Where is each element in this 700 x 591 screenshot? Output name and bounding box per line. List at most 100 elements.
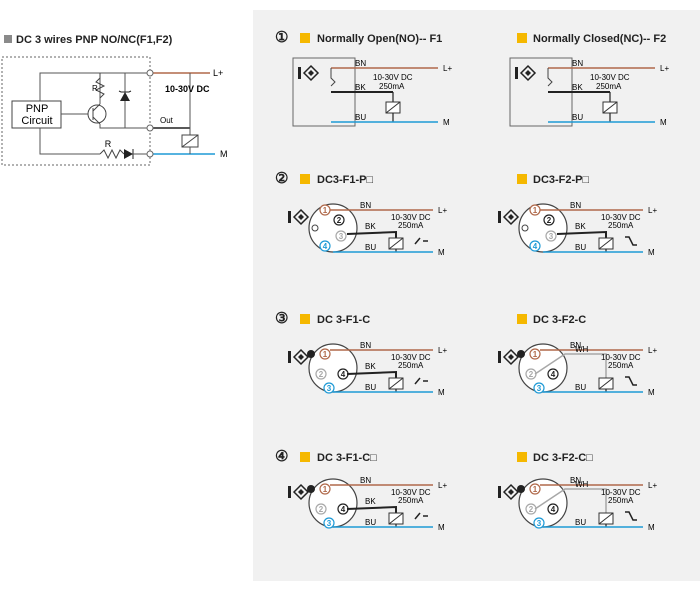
section-4-left-title: DC 3-F1-C□ [317, 452, 377, 464]
pin-2-label: 2 [319, 505, 324, 514]
lplus-label: L+ [438, 346, 447, 355]
m-label: M [660, 118, 667, 127]
left-lplus-label: L+ [213, 68, 223, 78]
nc-contact-icon [625, 511, 637, 521]
pin-4-label: 4 [533, 242, 538, 251]
lplus-label: L+ [438, 206, 447, 215]
relay-diagonal [388, 237, 404, 250]
pnp-label: PNP [26, 103, 49, 115]
key-icon [517, 485, 525, 493]
pin-4-icon [319, 240, 331, 252]
bk-label: BK [572, 83, 583, 92]
current-label: 250mA [608, 361, 634, 370]
pin-2-icon [543, 214, 555, 226]
relay-diagonal [598, 377, 614, 390]
bu-label: BU [575, 518, 586, 527]
sensor-icon [292, 208, 310, 226]
key-icon [517, 350, 525, 358]
transistor-icon [87, 104, 107, 124]
pin-3-label: 3 [327, 519, 332, 528]
bn-label: BN [360, 476, 371, 485]
bn-label: BN [355, 59, 366, 68]
sensor-core-icon [508, 214, 514, 220]
sensor-icon [519, 64, 537, 82]
pin-3-icon [533, 382, 545, 394]
bk-label: BK [575, 222, 586, 231]
pin-3-icon [545, 230, 557, 242]
supply-wire [39, 72, 150, 101]
section-2-left-title: DC3-F1-P□ [317, 174, 374, 186]
bn-label: BN [570, 341, 581, 350]
m-label: M [438, 523, 445, 532]
bn-label: BN [572, 59, 583, 68]
sensor-bar [288, 486, 291, 498]
pin-2-icon [315, 368, 327, 380]
pin-4-label: 4 [341, 370, 346, 379]
relay-diagonal [388, 377, 404, 390]
pin-3-icon [335, 230, 347, 242]
pin-1-icon [529, 348, 541, 360]
m-label: M [438, 248, 445, 257]
pin-3-label: 3 [339, 232, 344, 241]
bu-label: BU [355, 113, 366, 122]
current-label: 250mA [379, 82, 405, 91]
sensor-icon [502, 348, 520, 366]
current-label: 250mA [398, 496, 424, 505]
section-3-left-marker-icon [300, 314, 310, 324]
sensor-bar [498, 486, 501, 498]
sensor-icon [292, 483, 310, 501]
return-wire [39, 128, 100, 155]
title-square-icon [4, 35, 12, 43]
sensor-bar [298, 67, 301, 79]
bk-label: BK [365, 497, 376, 506]
bu-label: BU [572, 113, 583, 122]
section-3-right-marker-icon [517, 314, 527, 324]
voltage-label: 10-30V DC [601, 213, 641, 222]
bu-label: BU [575, 243, 586, 252]
lplus-label: L+ [443, 64, 452, 73]
pin-3-label: 3 [537, 384, 542, 393]
wh-label: WH [575, 480, 589, 489]
section-3-number: ③ [275, 310, 288, 327]
section-1-number: ① [275, 29, 288, 46]
pnp-circuit-box [11, 100, 62, 129]
relay-diagonal [598, 512, 614, 525]
pullup-resistor-label: R [92, 84, 98, 93]
current-label: 250mA [608, 221, 634, 230]
wh-wire [534, 353, 607, 378]
no-contact-icon [414, 377, 428, 385]
lplus-label: L+ [438, 481, 447, 490]
pnp-circuit-diagram: PNP Circuit R R L+ Out M 10-30V DC [1, 56, 228, 166]
pin-2-icon [333, 214, 345, 226]
wh-wire [534, 488, 607, 513]
pin-1-icon [529, 483, 541, 495]
bk-wire [346, 370, 397, 378]
lplus-label: L+ [648, 481, 657, 490]
section-1-left-title: Normally Open(NO)-- F1 [317, 33, 442, 45]
sensor-core-icon [298, 489, 304, 495]
bn-label: BN [360, 341, 371, 350]
pin-4-icon [547, 368, 559, 380]
section-3-left-title: DC 3-F1-C [317, 314, 370, 326]
voltage-label: 10-30V DC [601, 488, 641, 497]
relay-diagonal [602, 101, 618, 114]
left-title-text: DC 3 wires PNP NO/NC(F1,F2) [16, 34, 173, 46]
section-4-right-marker-icon [517, 452, 527, 462]
section-1-right-title: Normally Closed(NC)-- F2 [533, 33, 666, 45]
key-icon [307, 350, 315, 358]
lplus-label: L+ [648, 346, 657, 355]
pin-4-label: 4 [341, 505, 346, 514]
bk-label: BK [355, 83, 366, 92]
bn-label: BN [570, 201, 581, 210]
section-3-right-title: DC 3-F2-C [533, 314, 586, 326]
sensor-bar [498, 211, 501, 223]
sensor-core-icon [298, 354, 304, 360]
relay-diagonal [388, 512, 404, 525]
sensor-core-icon [525, 70, 531, 76]
section-2-right-marker-icon [517, 174, 527, 184]
key-icon [311, 224, 319, 232]
section-2-right-title: DC3-F2-P□ [533, 174, 590, 186]
pin-2-label: 2 [319, 370, 324, 379]
relay-diagonal [385, 101, 401, 114]
